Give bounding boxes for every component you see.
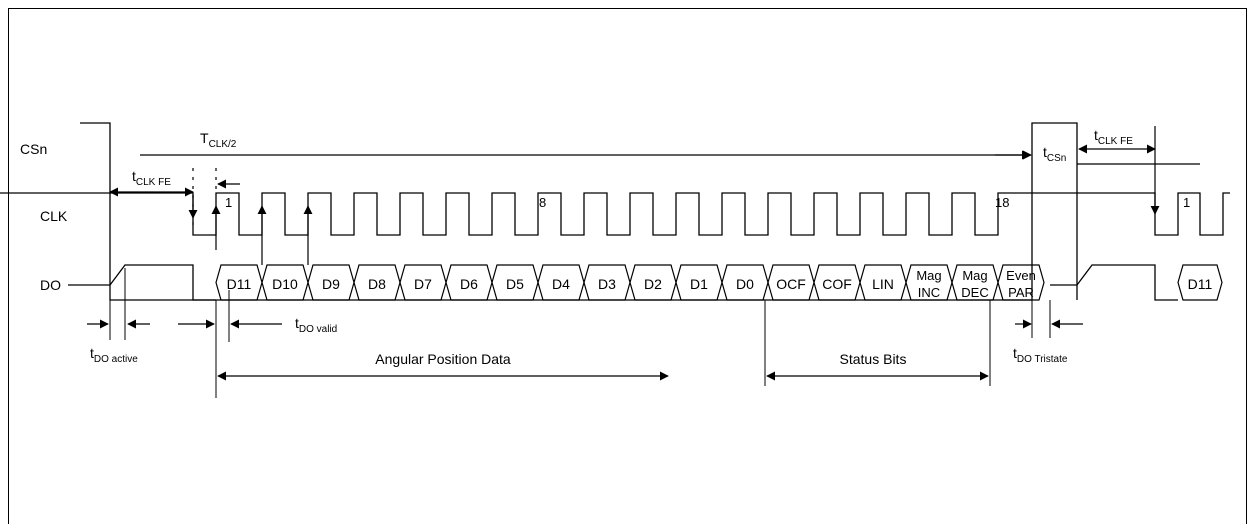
csn-waveform <box>80 122 1200 301</box>
do-bit-label: D6 <box>460 276 478 292</box>
do-bit-label: COF <box>822 276 852 292</box>
t-do-tristate-label: tDO Tristate <box>1013 345 1068 365</box>
do-bit-label: Mag <box>916 268 941 283</box>
do-bit-label: D1 <box>690 276 708 292</box>
do-waveform-end <box>1050 264 1178 301</box>
do-bit-label: PAR <box>1008 285 1034 300</box>
do-bit-label: OCF <box>776 276 806 292</box>
do-bit-label: INC <box>918 285 940 300</box>
angular-range-label: Angular Position Data <box>375 351 511 367</box>
t-clk-fe-label: tCLK FE <box>132 168 171 188</box>
t-do-valid-label: tDO valid <box>295 315 337 335</box>
do-bit-label: D4 <box>552 276 570 292</box>
do-next-bit-label: D11 <box>1188 276 1213 292</box>
do-next-bit-cell <box>1177 264 1223 301</box>
do-bit-label: DEC <box>961 285 988 300</box>
status-range-label: Status Bits <box>840 351 907 367</box>
do-bit-label: D9 <box>322 276 340 292</box>
t-csn-label: tCSn <box>1043 144 1066 164</box>
do-bit-label: D7 <box>414 276 432 292</box>
clk-marker-1-restart: 1 <box>1183 195 1190 210</box>
t-do-active-label: tDO active <box>90 345 138 365</box>
csn-label: CSn <box>20 141 47 157</box>
do-waveform-start <box>68 264 216 301</box>
do-bit-label: Even <box>1006 268 1036 283</box>
clk-marker-1: 1 <box>225 195 232 210</box>
do-bit-label: D3 <box>598 276 616 292</box>
clk-label: CLK <box>40 208 68 224</box>
do-bit-cell <box>997 264 1045 301</box>
clk-waveform <box>0 192 1230 236</box>
do-bit-label: Mag <box>962 268 987 283</box>
t-clk-fe-label-2: tCLK FE <box>1094 127 1133 147</box>
do-bit-label: D5 <box>506 276 524 292</box>
do-bit-label: D2 <box>644 276 662 292</box>
do-label: DO <box>40 277 61 293</box>
do-bit-label: D10 <box>272 276 298 292</box>
do-bit-label: LIN <box>872 276 894 292</box>
do-bit-label: D0 <box>736 276 754 292</box>
clk-marker-8: 8 <box>539 195 546 210</box>
clk-marker-18: 18 <box>995 195 1009 210</box>
do-bit-label: D11 <box>227 276 252 292</box>
do-bit-label: D8 <box>368 276 386 292</box>
t-clk-half-label: TCLK/2 <box>200 130 237 150</box>
